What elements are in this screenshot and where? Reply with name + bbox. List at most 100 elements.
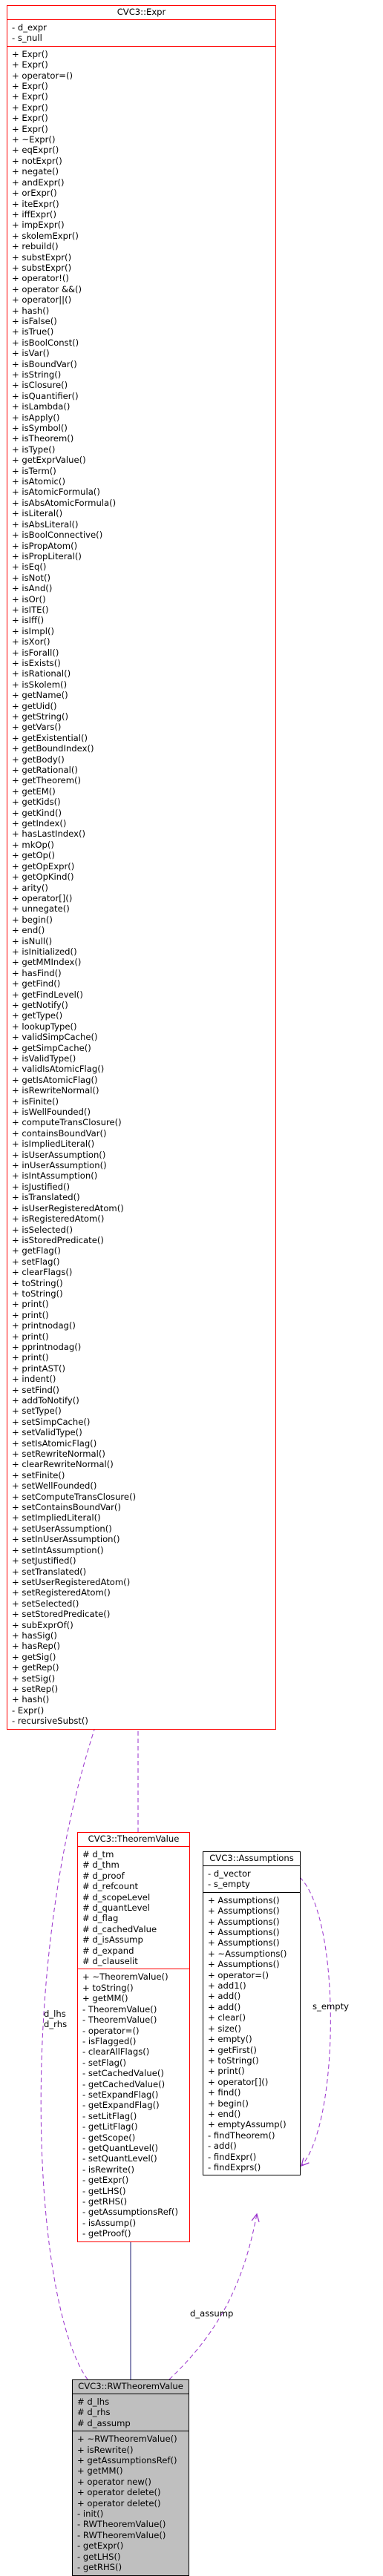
attribute-row[interactable]: - s_null — [12, 33, 42, 44]
method-row[interactable]: + getIndex() — [12, 818, 67, 829]
method-row[interactable]: + getMM() — [77, 2465, 123, 2477]
method-row[interactable]: + operator||() — [12, 294, 72, 306]
method-row[interactable]: + getFind() — [12, 978, 61, 989]
method-row[interactable]: - recursiveSubst() — [12, 1716, 88, 1727]
method-row[interactable]: + isITE() — [12, 604, 49, 615]
method-row[interactable]: + getSig() — [12, 1651, 56, 1662]
method-row[interactable]: + print() — [208, 2066, 245, 2077]
method-row[interactable]: + Assumptions() — [208, 1894, 280, 1905]
method-row[interactable]: + ~Assumptions() — [208, 1948, 287, 1959]
method-row[interactable]: + hasFind() — [12, 967, 62, 978]
method-row[interactable]: + operator=() — [208, 1969, 269, 1980]
method-row[interactable]: - operator=() — [82, 2025, 140, 2036]
method-row[interactable]: + isEq() — [12, 561, 47, 573]
attribute-row[interactable]: - d_expr — [12, 22, 47, 33]
method-row[interactable]: + toString() — [12, 1277, 63, 1288]
method-row[interactable]: + Assumptions() — [208, 1937, 280, 1949]
method-row[interactable]: + isOr() — [12, 593, 46, 605]
method-row[interactable]: + getOp() — [12, 850, 55, 861]
method-row[interactable]: + isWellFounded() — [12, 1107, 91, 1118]
method-row[interactable]: - getQuantLevel() — [82, 2142, 159, 2153]
method-row[interactable]: + orExpr() — [12, 188, 57, 199]
method-row[interactable]: + setComputeTransClosure() — [12, 1491, 137, 1502]
method-row[interactable]: + isSymbol() — [12, 423, 68, 434]
method-row[interactable]: + validSimpCache() — [12, 1032, 98, 1043]
method-row[interactable]: + isTerm() — [12, 465, 56, 476]
method-row[interactable]: + end() — [12, 925, 45, 936]
method-row[interactable]: + isQuantifier() — [12, 390, 79, 401]
class-box-assumptions[interactable]: CVC3::Assumptions - d_vector- s_empty + … — [203, 1851, 301, 2176]
method-row[interactable]: + ~TheoremValue() — [82, 1971, 168, 1983]
method-row[interactable]: + isIff() — [12, 615, 45, 626]
method-row[interactable]: - getExpr() — [77, 2540, 124, 2552]
method-row[interactable]: + skolemExpr() — [12, 230, 79, 241]
method-row[interactable]: + isXor() — [12, 636, 50, 648]
method-row[interactable]: + add() — [208, 1991, 241, 2002]
attribute-row[interactable]: # d_lhs — [77, 2397, 110, 2407]
method-row[interactable]: + Assumptions() — [208, 1959, 280, 1970]
attribute-row[interactable]: - d_vector — [208, 1868, 251, 1879]
method-row[interactable]: + hasLastIndex() — [12, 829, 86, 840]
method-row[interactable]: + getOpExpr() — [12, 860, 75, 872]
method-row[interactable]: + Expr() — [12, 123, 48, 134]
method-row[interactable]: - RWTheoremValue() — [77, 2519, 166, 2530]
method-row[interactable]: - add() — [208, 2141, 237, 2152]
method-row[interactable]: + getNotify() — [12, 999, 68, 1010]
method-row[interactable]: + isAbsLiteral() — [12, 518, 79, 530]
method-row[interactable]: - getCachedValue() — [82, 2078, 166, 2089]
method-row[interactable]: + print() — [12, 1299, 49, 1310]
method-row[interactable]: + clearRewriteNormal() — [12, 1459, 114, 1470]
method-row[interactable]: + setRegisteredAtom() — [12, 1587, 111, 1598]
method-row[interactable]: + toString() — [208, 2055, 259, 2066]
method-row[interactable]: - getExpr() — [82, 2175, 129, 2186]
method-row[interactable]: + indent() — [12, 1374, 56, 1385]
method-row[interactable]: + setStoredPredicate() — [12, 1609, 111, 1620]
method-row[interactable]: - getRHS() — [82, 2196, 128, 2207]
method-row[interactable]: + getSimpCache() — [12, 1042, 91, 1053]
method-row[interactable]: + Expr() — [12, 81, 48, 92]
method-row[interactable]: + isApply() — [12, 412, 60, 423]
method-row[interactable]: + Assumptions() — [208, 1905, 280, 1917]
method-row[interactable]: + isSelected() — [12, 1224, 73, 1235]
class-box-rw-theorem-value[interactable]: CVC3::RWTheoremValue # d_lhs# d_rhs# d_a… — [72, 2379, 189, 2576]
method-row[interactable]: + getFindLevel() — [12, 989, 83, 1000]
method-row[interactable]: - isRewrite() — [82, 2164, 134, 2175]
method-row[interactable]: + iffExpr() — [12, 208, 56, 220]
method-row[interactable]: + getEM() — [12, 785, 56, 797]
method-row[interactable]: + getExprValue() — [12, 455, 86, 466]
method-row[interactable]: + isInitialized() — [12, 946, 77, 957]
method-row[interactable]: + getBody() — [12, 754, 65, 765]
method-row[interactable]: + isRewrite() — [77, 2444, 134, 2455]
method-row[interactable]: + isExists() — [12, 657, 61, 668]
method-row[interactable]: + inUserAssumption() — [12, 1160, 107, 1171]
method-row[interactable]: + isForall() — [12, 647, 59, 658]
attribute-row[interactable]: # d_tm — [82, 1849, 114, 1859]
method-row[interactable]: - init() — [77, 2509, 104, 2520]
method-row[interactable]: + getAssumptionsRef() — [77, 2455, 177, 2466]
method-row[interactable]: - getLitFlag() — [82, 2121, 138, 2132]
method-row[interactable]: + isVar() — [12, 348, 50, 359]
method-row[interactable]: + rebuild() — [12, 241, 59, 252]
method-row[interactable]: + getKids() — [12, 797, 61, 808]
method-row[interactable]: + Expr() — [12, 102, 48, 113]
method-row[interactable]: + substExpr() — [12, 262, 72, 273]
method-row[interactable]: - setLitFlag() — [82, 2110, 137, 2121]
method-row[interactable]: + isRational() — [12, 668, 71, 679]
method-row[interactable]: + operator[]() — [208, 2076, 269, 2087]
method-row[interactable]: + setIntAssumption() — [12, 1544, 104, 1555]
method-row[interactable]: + clearFlags() — [12, 1267, 73, 1278]
method-row[interactable]: + eqExpr() — [12, 145, 59, 156]
method-row[interactable]: + setType() — [12, 1406, 62, 1417]
method-row[interactable]: + setFinite() — [12, 1469, 65, 1480]
method-row[interactable]: + setFlag() — [12, 1256, 60, 1267]
method-row[interactable]: + hash() — [12, 1694, 50, 1705]
method-row[interactable]: - getAssumptionsRef() — [82, 2207, 178, 2218]
method-row[interactable]: + isImpliedLiteral() — [12, 1139, 95, 1150]
method-row[interactable]: + getFlag() — [12, 1245, 61, 1256]
method-row[interactable]: + ~Expr() — [12, 134, 56, 145]
method-row[interactable]: + operator &&() — [12, 283, 82, 294]
method-row[interactable]: + unnegate() — [12, 903, 70, 915]
method-row[interactable]: + substExpr() — [12, 251, 72, 263]
method-row[interactable]: + isLambda() — [12, 401, 71, 412]
method-row[interactable]: + addToNotify() — [12, 1395, 79, 1406]
